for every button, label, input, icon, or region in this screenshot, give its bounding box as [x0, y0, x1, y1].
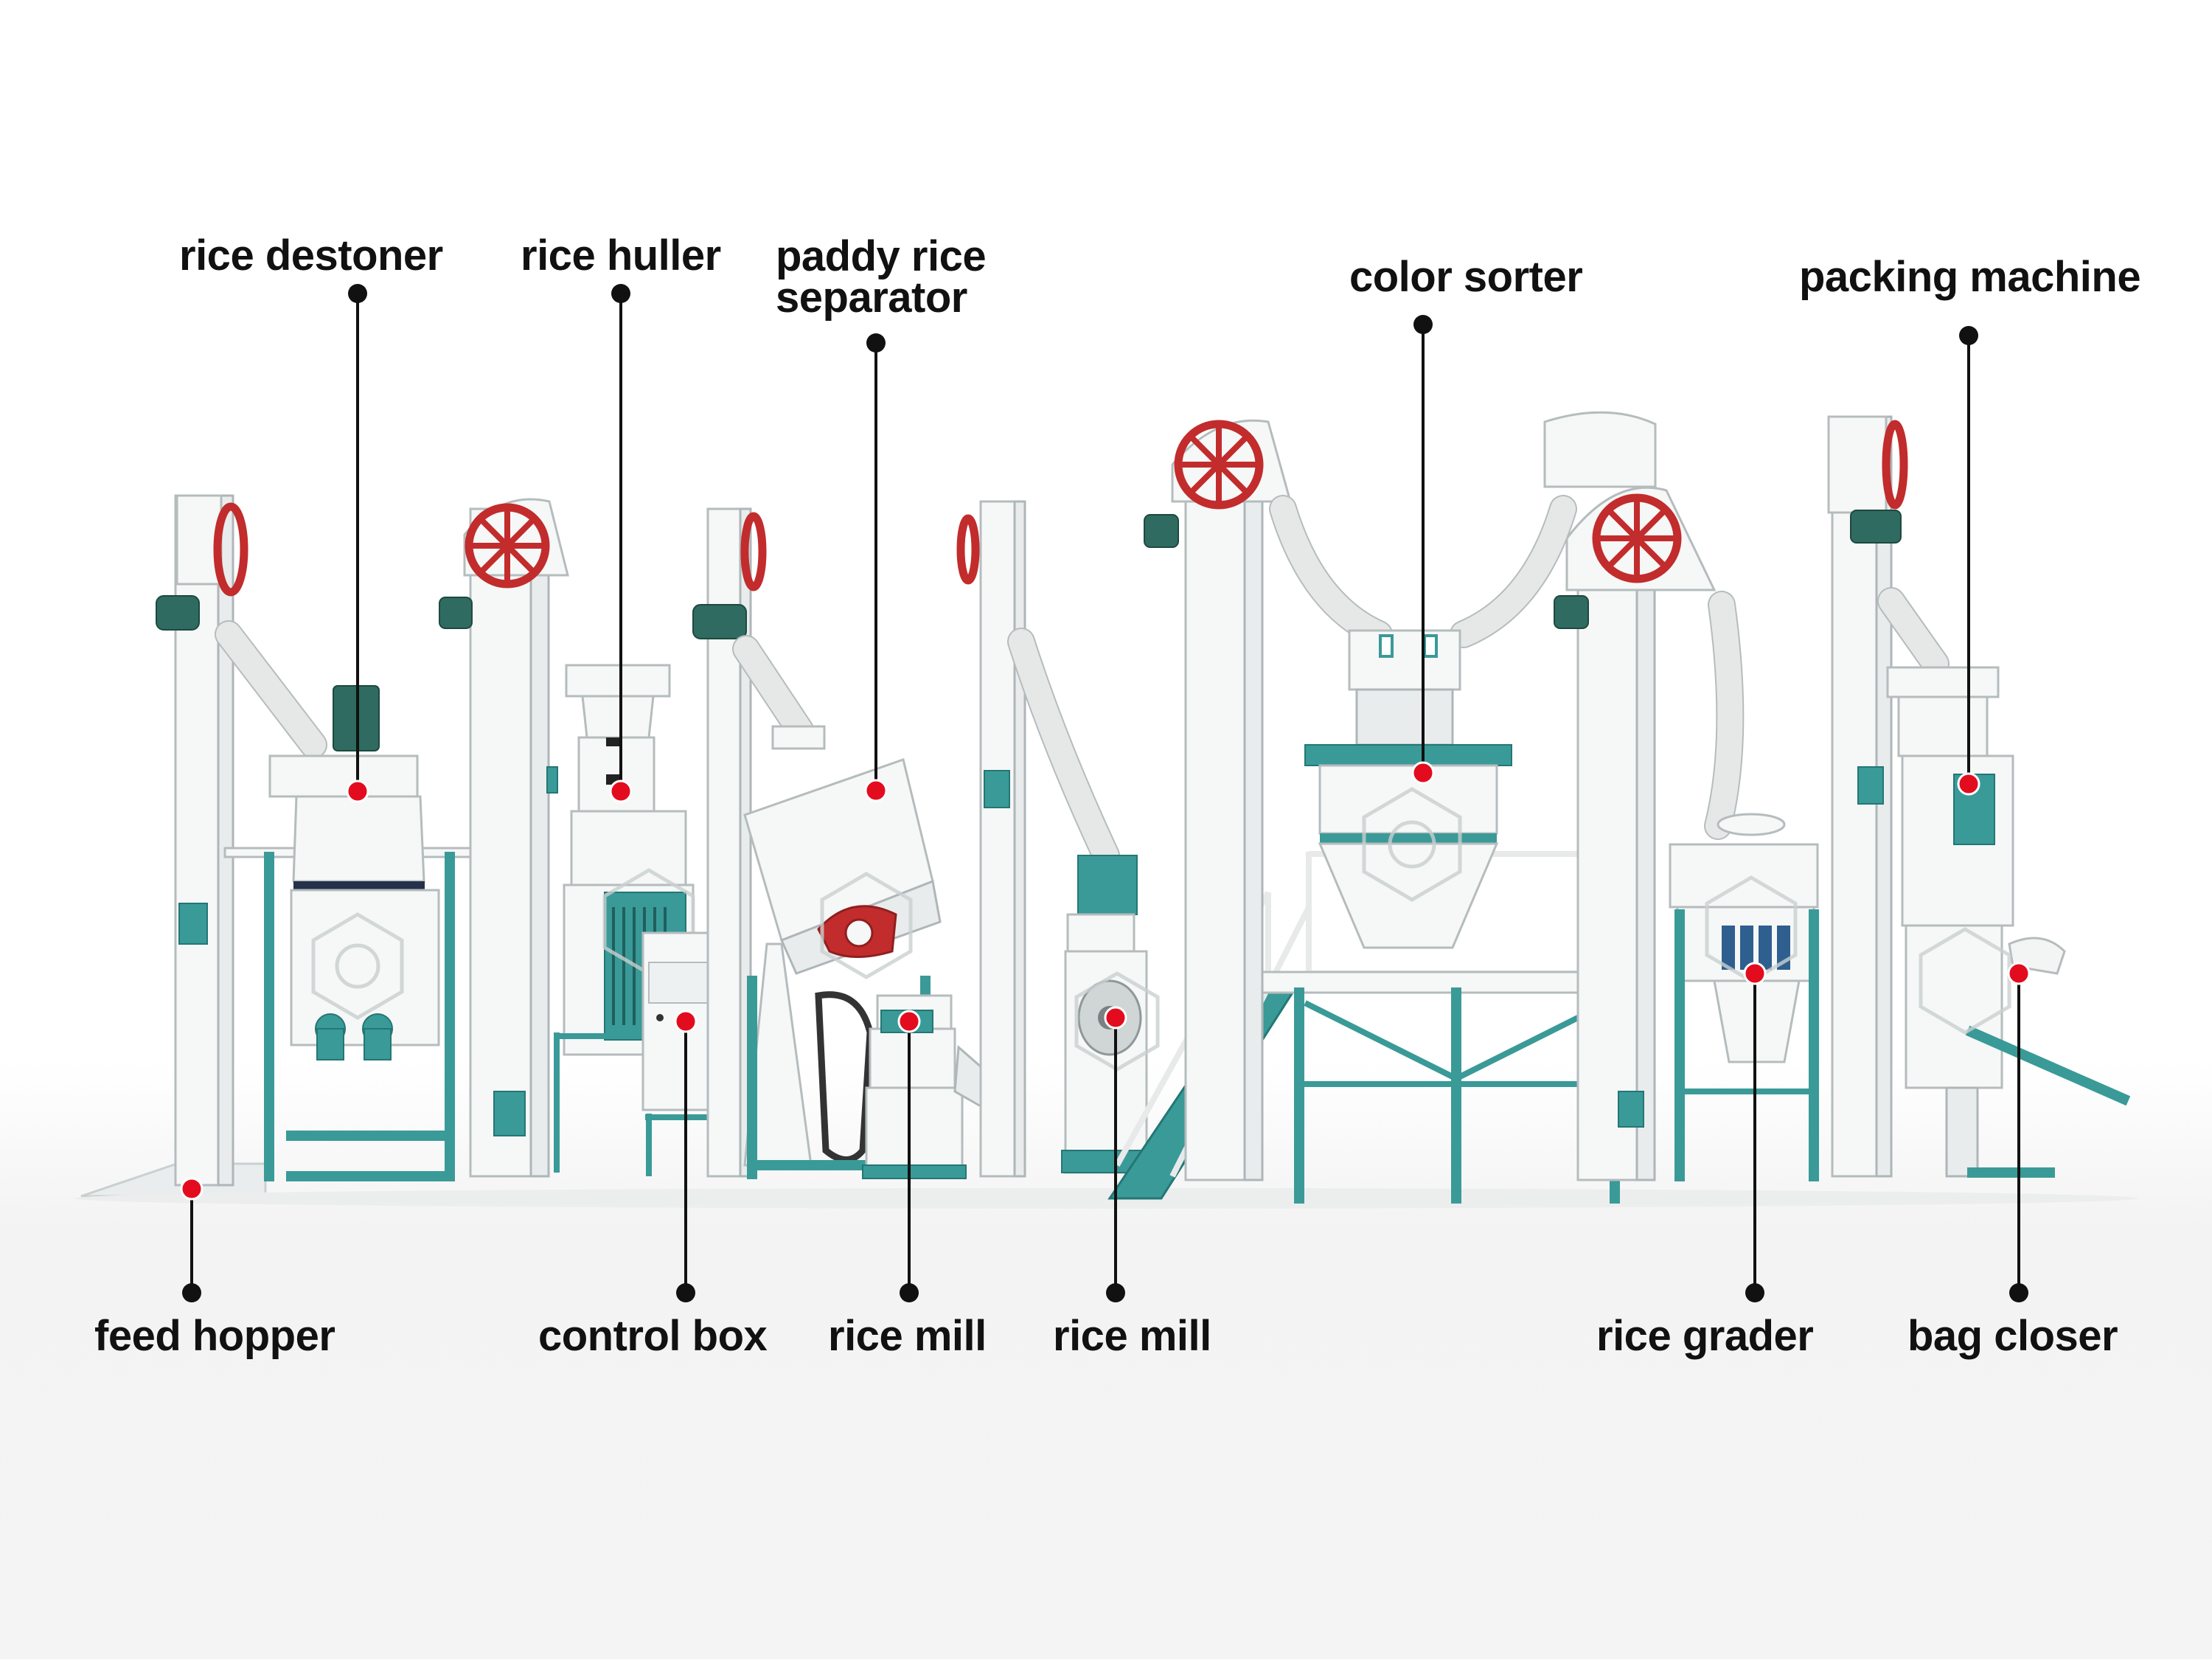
label-rice-mill-1: rice mill — [828, 1312, 987, 1360]
callout-paddy-rice-separator — [864, 333, 888, 802]
label-rice-mill-2: rice mill — [1053, 1312, 1211, 1360]
label-feed-hopper: feed hopper — [94, 1312, 335, 1360]
callout-rice-mill-1 — [897, 1010, 921, 1302]
callout-end-dot — [182, 1283, 201, 1302]
feed-hopper-elevator — [156, 494, 327, 1187]
callout-end-dot — [2009, 1283, 2028, 1302]
label-control-box: control box — [538, 1312, 768, 1360]
callout-end-dot — [900, 1283, 919, 1302]
callout-end-dot — [1959, 326, 1978, 345]
callout-end-dot — [1106, 1283, 1125, 1302]
callout-color-sorter — [1411, 315, 1435, 785]
rice-mill-1-machine — [862, 994, 990, 1179]
callout-rice-mill-2 — [1104, 1006, 1127, 1302]
callout-rice-destoner — [346, 284, 369, 803]
label-packing-machine: packing machine — [1799, 253, 2141, 301]
callout-marker[interactable] — [897, 1010, 921, 1033]
callout-rice-grader — [1743, 962, 1767, 1302]
label-paddy-rice-separator: paddy rice separator — [776, 232, 987, 322]
label-rice-grader: rice grader — [1596, 1312, 1814, 1360]
callout-marker[interactable] — [180, 1177, 204, 1201]
bucket-elevator-4 — [956, 500, 1120, 1178]
callout-end-dot — [1745, 1283, 1764, 1302]
rice-grader-machine — [1669, 813, 1819, 1181]
bucket-elevator-2 — [439, 498, 569, 1178]
callout-end-dot — [1413, 315, 1433, 334]
callout-marker[interactable] — [1411, 761, 1435, 785]
callout-marker[interactable] — [674, 1010, 698, 1033]
callout-bag-closer — [2007, 962, 2031, 1302]
callout-marker[interactable] — [864, 779, 888, 802]
callout-end-dot — [866, 333, 886, 353]
callout-end-dot — [348, 284, 367, 303]
label-rice-huller: rice huller — [521, 232, 721, 280]
callout-control-box — [674, 1010, 698, 1302]
color-sorter-machine — [1304, 629, 1512, 949]
callout-marker[interactable] — [609, 780, 633, 803]
callout-marker[interactable] — [346, 780, 369, 803]
callout-marker[interactable] — [1104, 1006, 1127, 1030]
callout-rice-huller — [609, 284, 633, 803]
callout-feed-hopper — [180, 1177, 204, 1302]
callout-marker[interactable] — [1743, 962, 1767, 985]
label-bag-closer: bag closer — [1907, 1312, 2118, 1360]
color-sorter-elevators — [1144, 411, 1745, 1181]
rice-destoner-machine — [223, 685, 484, 1181]
callout-end-dot — [611, 284, 630, 303]
callout-marker[interactable] — [1957, 772, 1980, 796]
packing-machine-unit — [1827, 415, 2131, 1178]
callout-packing-machine — [1957, 326, 1980, 796]
callout-end-dot — [676, 1283, 695, 1302]
label-color-sorter: color sorter — [1349, 253, 1583, 301]
callout-marker[interactable] — [2007, 962, 2031, 985]
label-rice-destoner: rice destoner — [179, 232, 443, 280]
